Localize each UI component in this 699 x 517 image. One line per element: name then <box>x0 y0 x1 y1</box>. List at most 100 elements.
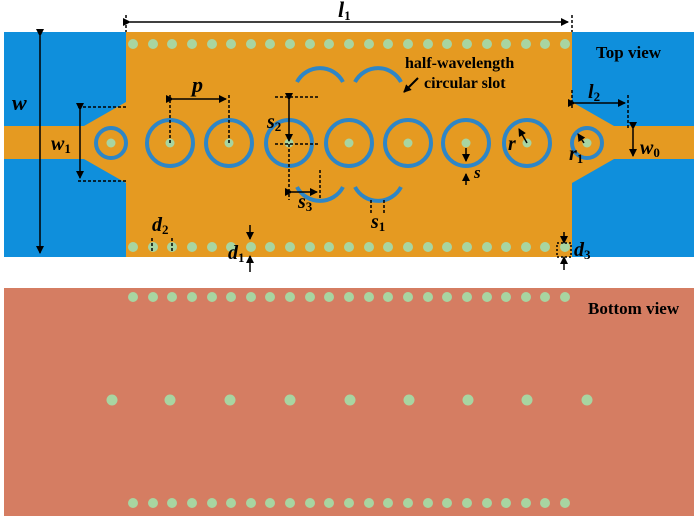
via-hole <box>521 39 531 49</box>
via-hole <box>148 242 158 252</box>
via-hole <box>324 292 334 302</box>
via-hole <box>521 292 531 302</box>
half-slot-top-left <box>295 66 345 84</box>
bottom-view: Bottom view <box>4 288 694 516</box>
top-view-title: Top view <box>596 43 662 62</box>
via-hole <box>560 498 570 508</box>
bottom-via-row-lower <box>128 498 570 508</box>
via-hole <box>403 39 413 49</box>
via-hole <box>226 498 236 508</box>
via-hole <box>540 39 550 49</box>
via-hole <box>226 292 236 302</box>
r-arrow <box>518 128 528 144</box>
via-hole <box>344 39 354 49</box>
top-view: l1 w w1 p s2 s3 s1 s r r1 l2 w0 d2 d1 d3… <box>4 0 694 272</box>
via-hole <box>423 498 433 508</box>
via-hole <box>187 242 197 252</box>
via-hole <box>344 292 354 302</box>
via-hole <box>403 242 413 252</box>
via-hole <box>423 242 433 252</box>
label-l2: l2 <box>588 81 600 104</box>
annotation-line-1: half-wavelength <box>405 55 514 72</box>
via-hole <box>540 292 550 302</box>
ring-center-via <box>403 138 413 148</box>
label-r1: r1 <box>569 143 583 166</box>
via-hole <box>540 498 550 508</box>
via-hole <box>442 292 452 302</box>
ring-center-via <box>106 138 116 148</box>
via-hole <box>324 498 334 508</box>
via-hole <box>383 292 393 302</box>
r1-arrow <box>577 133 586 144</box>
via-hole <box>148 39 158 49</box>
via-hole <box>187 292 197 302</box>
via-hole <box>187 498 197 508</box>
via-hole <box>224 394 236 406</box>
via-hole <box>167 292 177 302</box>
label-p: p <box>190 72 203 97</box>
circular-slot-small <box>94 126 128 160</box>
via-hole <box>501 39 511 49</box>
via-hole <box>167 498 177 508</box>
via-hole <box>324 242 334 252</box>
label-d1: d1 <box>228 242 245 265</box>
circular-slot <box>502 118 552 168</box>
via-hole <box>265 242 275 252</box>
via-hole <box>128 292 138 302</box>
via-hole <box>501 292 511 302</box>
via-hole <box>442 242 452 252</box>
label-s3: s3 <box>297 191 313 214</box>
via-hole <box>167 242 177 252</box>
via-hole <box>540 242 550 252</box>
via-hole <box>383 39 393 49</box>
ring-center-via <box>461 138 471 148</box>
label-d3: d3 <box>574 239 591 262</box>
circular-slot-small <box>570 126 604 160</box>
via-hole <box>462 394 474 406</box>
via-hole <box>106 394 118 406</box>
annotation-line-2: circular slot <box>424 75 506 92</box>
via-hole <box>226 39 236 49</box>
via-hole <box>246 292 256 302</box>
via-hole <box>324 39 334 49</box>
via-hole <box>305 292 315 302</box>
circular-slot <box>324 118 374 168</box>
via-hole <box>462 242 472 252</box>
via-hole <box>128 498 138 508</box>
via-hole <box>207 242 217 252</box>
via-hole <box>128 39 138 49</box>
via-hole <box>383 498 393 508</box>
via-hole <box>521 498 531 508</box>
via-hole <box>285 39 295 49</box>
via-hole <box>246 498 256 508</box>
via-hole <box>462 39 472 49</box>
via-hole <box>344 242 354 252</box>
via-hole <box>344 394 356 406</box>
top-via-row-lower <box>128 242 570 252</box>
via-hole <box>521 242 531 252</box>
label-w: w <box>12 90 27 115</box>
via-hole <box>148 292 158 302</box>
via-hole <box>364 242 374 252</box>
via-hole <box>305 498 315 508</box>
via-hole <box>383 242 393 252</box>
via-hole <box>364 39 374 49</box>
via-hole <box>403 292 413 302</box>
bottom-via-row-upper <box>128 292 570 302</box>
bottom-via-row-middle <box>106 394 593 406</box>
label-s2: s2 <box>266 111 281 134</box>
via-hole <box>442 498 452 508</box>
via-hole <box>482 39 492 49</box>
via-hole <box>246 242 256 252</box>
via-hole <box>265 39 275 49</box>
via-hole <box>164 394 176 406</box>
label-s1: s1 <box>370 211 385 234</box>
via-hole <box>246 39 256 49</box>
label-w1: w1 <box>51 133 71 156</box>
via-hole <box>482 242 492 252</box>
via-hole <box>148 498 158 508</box>
top-via-row-upper <box>128 39 570 49</box>
via-hole <box>442 39 452 49</box>
half-slot-bottom-right <box>353 185 403 203</box>
via-hole <box>364 292 374 302</box>
